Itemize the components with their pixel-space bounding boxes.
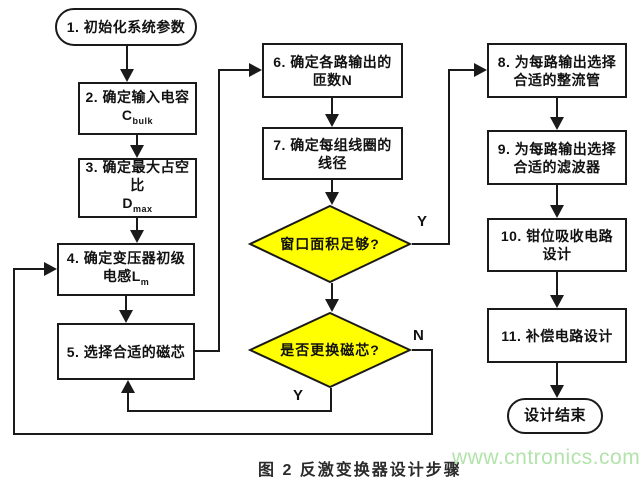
connector-line (556, 272, 558, 295)
node-wire-diameter: 7. 确定每组线圈的 线径 (262, 127, 403, 180)
connector-line (448, 69, 450, 245)
connector-line (218, 69, 249, 71)
decision-label: 是否更换磁芯? (280, 342, 380, 358)
node-design-end: 设计结束 (507, 398, 603, 434)
connector-line (127, 393, 129, 412)
connector-line (556, 98, 558, 117)
diamond-shape (248, 205, 412, 283)
connector-line (331, 180, 333, 192)
node-label: 7. 确定每组线圈的 (273, 136, 392, 153)
connector-line (13, 268, 44, 270)
edge-label-yes: Y (293, 387, 304, 404)
arrowhead-right (249, 63, 262, 77)
node-formula: Dmax (122, 195, 153, 214)
arrowhead-down (120, 69, 134, 82)
watermark-text: www.cntronics.com (452, 446, 640, 469)
node-label: 合适的滤波器 (513, 158, 601, 175)
arrowhead-right (474, 63, 487, 77)
node-label: 1. 初始化系统参数 (66, 19, 186, 35)
connector-line (412, 349, 433, 351)
connector-line (556, 185, 558, 205)
arrowhead-down (550, 117, 564, 130)
arrowhead-down (550, 385, 564, 398)
connector-line (13, 433, 433, 435)
arrowhead-down (325, 114, 339, 127)
node-compensation: 11. 补偿电路设计 (487, 308, 627, 363)
edge-label-yes: Y (417, 213, 428, 230)
node-clamp-snubber: 10. 钳位吸收电路 设计 (487, 218, 627, 272)
arrowhead-down (325, 299, 339, 312)
node-label: 线径 (318, 154, 347, 171)
arrowhead-down (130, 230, 144, 243)
connector-line (125, 296, 127, 310)
connector-line (13, 268, 15, 435)
figure-caption: 图 2 反激变换器设计步骤 (258, 462, 462, 479)
node-label: 匝数N (312, 71, 353, 88)
node-label: 3. 确定最大占空比 (85, 159, 190, 194)
connector-line (331, 98, 333, 114)
connector-line (126, 46, 128, 69)
node-formula: 电感Lm (102, 267, 150, 287)
node-filter-selection: 9. 为每路输出选择 合适的滤波器 (487, 130, 627, 185)
node-rectifier-selection: 8. 为每路输出选择 合适的整流管 (487, 43, 627, 98)
decision-window-area: 窗口面积足够? (248, 205, 412, 283)
edge-label-no: N (413, 327, 424, 344)
connector-line (448, 69, 474, 71)
node-label: 2. 确定输入电容 (85, 88, 190, 105)
arrowhead-right (44, 262, 57, 276)
arrowhead-down (130, 145, 144, 158)
connector-line (136, 135, 138, 145)
node-label: 4. 确定变压器初级 (66, 249, 186, 266)
node-label: 设计结束 (523, 407, 586, 424)
node-init-params: 1. 初始化系统参数 (55, 8, 197, 46)
node-label: 9. 为每路输出选择 (497, 140, 617, 157)
node-label: 8. 为每路输出选择 (497, 53, 617, 70)
connector-line (412, 243, 450, 245)
connector-line (127, 410, 332, 412)
arrowhead-down (325, 192, 339, 205)
diamond-shape (248, 312, 412, 388)
arrowhead-down (550, 295, 564, 308)
node-output-turns: 6. 确定各路输出的 匝数N (262, 43, 403, 98)
node-label: 合适的整流管 (513, 71, 601, 88)
node-label: 5. 选择合适的磁芯 (66, 343, 186, 360)
decision-change-core: 是否更换磁芯? (248, 312, 412, 388)
node-label: 6. 确定各路输出的 (273, 53, 392, 70)
node-input-capacitor: 2. 确定输入电容 Cbulk (78, 82, 197, 135)
connector-line (136, 218, 138, 230)
node-max-duty-cycle: 3. 确定最大占空比 Dmax (78, 158, 197, 218)
node-formula: Cbulk (121, 106, 154, 126)
connector-line (218, 69, 220, 352)
connector-line (556, 363, 558, 385)
arrowhead-down (550, 205, 564, 218)
node-label: 设计 (542, 246, 572, 262)
connector-line (331, 283, 333, 299)
connector-line (330, 388, 332, 412)
arrowhead-up (121, 380, 135, 393)
node-label: 10. 钳位吸收电路 (500, 228, 614, 244)
connector-line (431, 349, 433, 435)
arrowhead-down (119, 310, 133, 323)
node-label: 11. 补偿电路设计 (501, 327, 613, 344)
decision-label: 窗口面积足够? (280, 236, 380, 252)
node-primary-inductance: 4. 确定变压器初级 电感Lm (57, 243, 195, 296)
connector-line (195, 350, 220, 352)
node-core-selection: 5. 选择合适的磁芯 (57, 323, 195, 380)
